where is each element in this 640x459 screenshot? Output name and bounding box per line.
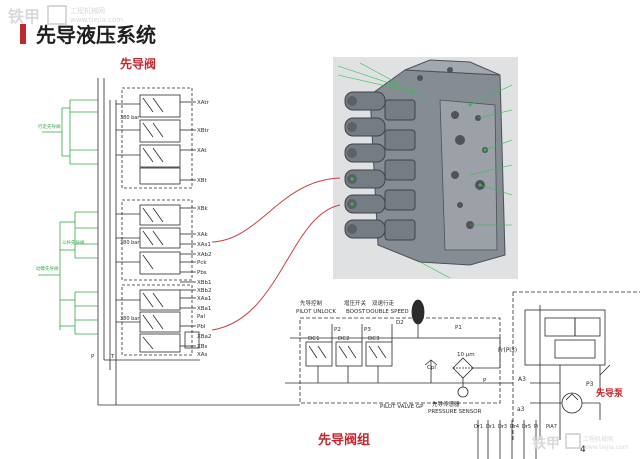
port-PiA7: PiA7 [546,424,557,430]
label-boost-en: BOOST [346,309,366,315]
valve-DC1: DC1 [308,336,320,342]
watermark-brand: 铁甲 [8,7,40,26]
port-P-pilot: P [483,378,487,384]
pump-id: P3 [586,381,594,388]
port-A3: A3 [518,376,526,383]
watermark-top: 铁甲 工程机械网 www.tiejia.com [8,5,123,26]
port-XAk: XAk [197,232,209,238]
watermark-brand-bottom: 铁甲 [532,435,560,452]
group-label-boom: 动臂先导阀 [36,265,59,272]
control-labels: 行走先导阀 动臂先导阀 斗杆先导阀 [36,123,85,272]
pilot-pump-label: 先导泵 [596,387,624,399]
port-Dr1-a: Dr1 [474,424,483,430]
page-title: 先导液压系统 [36,23,156,47]
port-Pbs: Pbs [197,270,207,276]
port-XBb1: XBb1 [197,280,212,286]
right-schematic [477,291,640,459]
port-Pal: Pal [197,314,205,320]
label-double-speed-en: DOUBLE SPEED [366,309,409,315]
port-XAtr: XAtr [197,100,210,106]
port-Dr3: Dr3 [498,424,507,430]
connector-curves [211,177,341,331]
port-XBa1: XBa1 [197,306,211,312]
port-P3: P3 [364,327,371,333]
pressure-label-3: 380 bar [120,316,140,322]
watermark-logo-box [47,5,67,25]
pressure-label-1: 380 bar [120,115,140,121]
label-pilot-valve-gp: PILOT VALVE GP [380,404,424,410]
watermark-url-bottom: www.tiejia.com [583,444,629,451]
port-XBtr: XBtr [197,128,210,134]
watermark-url: www.tiejia.com [70,16,123,24]
watermark-bottom: 铁甲 工程机械网 www.tiejia.com [532,433,629,452]
left-diagram-title: 先导阀 [120,56,156,71]
port-XAa1: XAa1 [197,296,211,302]
watermark-site: 工程机械网 [70,6,105,15]
port-Pck: Pck [197,260,207,266]
port-Pi: Pi [534,424,538,430]
port-XBa2: XBa2 [197,334,211,340]
pilot-group-labels: 先导控制 PILOT UNLOCK 增压开关 BOOST 双速行走 DOUBLE… [296,299,487,415]
port-Cpl: Cpl [427,365,436,371]
label-pilot-unlock-en: PILOT UNLOCK [296,309,336,315]
port-labels: XAtr XBtr XAt XBt XBk XAk XAs1 XAb2 Pck … [91,100,212,360]
title-accent-bar [20,24,26,44]
filter-rating: 10 µm [457,352,475,358]
label-double-speed-cn: 双速行走 [372,299,395,307]
port-Fr-Pi3: Fr(Pi3) [498,347,517,354]
port-Dr1-b: Dr1 [486,424,495,430]
pressure-label-2: 380 bar [120,240,140,246]
port-XAs1: XAs1 [197,242,211,248]
label-sensor-cn: 先导传感器 [432,400,460,408]
label-sensor-en: PRESSURE SENSOR [428,409,482,415]
pilot-group-title: 先导阀组 [318,432,370,448]
valve-DC3: DC3 [368,336,380,342]
port-XAs: XAs [197,352,208,358]
control-wiring [38,99,98,335]
page-number: 4 [580,445,586,455]
label-pilot-unlock-cn: 先导控制 [300,299,323,307]
label-boost-cn: 增压开关 [344,299,367,307]
port-Dr4: Dr4 [510,424,519,430]
port-T: T [110,354,115,360]
port-P: P [91,354,95,360]
port-P2: P2 [334,327,341,333]
valve-DC2: DC2 [338,336,350,342]
port-XBt: XBt [197,178,208,184]
group-label-stick: 斗杆先导阀 [62,239,85,246]
port-Pbl: Pbl [197,324,206,330]
valve-photo [333,57,518,279]
port-a3: a3 [517,406,525,413]
port-D2: D2 [396,320,404,326]
watermark-site-bottom: 工程机械网 [583,435,613,443]
pilot-valve-schematic [97,78,300,406]
port-XBb2: XBb2 [197,288,212,294]
port-XBs: XBs [197,344,208,350]
right-labels: Fr(Pi3) A3 a3 P3 Dr1 Dr1 Dr3 Dr4 Dr5 Pi … [474,347,594,430]
pilot-valve-group [285,299,501,404]
watermark-logo-box-bottom [565,433,581,449]
port-P1: P1 [455,325,462,331]
port-XAb2: XAb2 [197,252,212,258]
port-Dr5: Dr5 [522,424,531,430]
group-label-travel: 行走先导阀 [38,123,61,130]
port-XAt: XAt [197,148,207,154]
port-XBk: XBk [197,206,209,212]
